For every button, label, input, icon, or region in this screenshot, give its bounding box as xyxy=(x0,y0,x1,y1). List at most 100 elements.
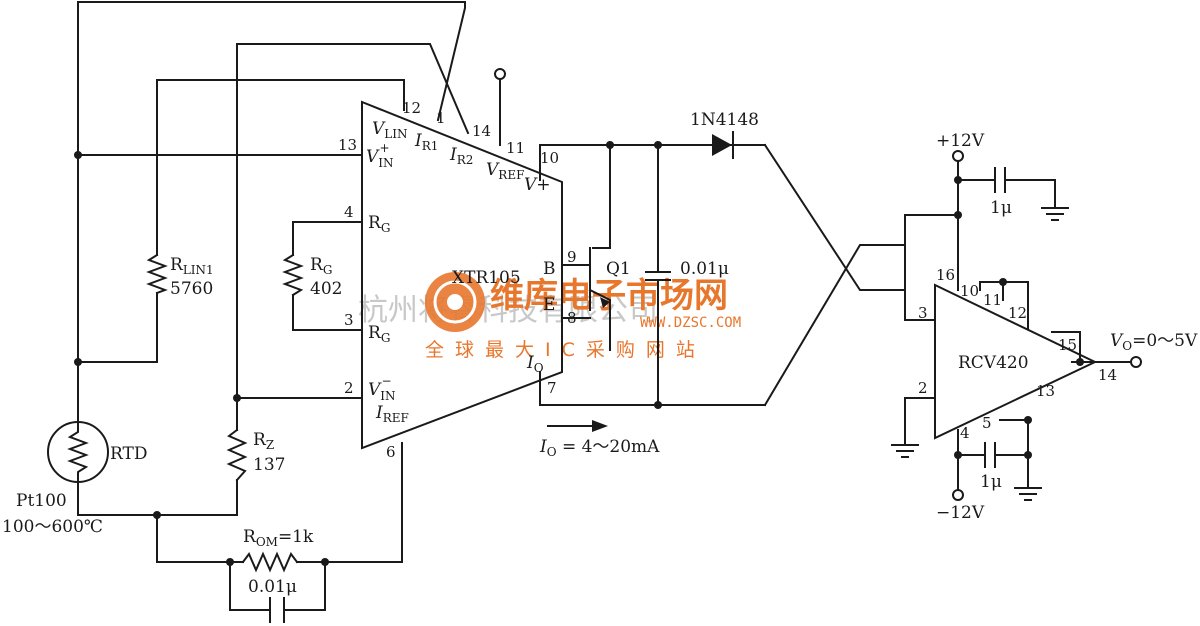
svg-text:RG: RG xyxy=(310,255,332,277)
diode-1n4148 xyxy=(711,131,743,159)
rtd-type: Pt100 xyxy=(16,491,67,511)
q1-label: Q1 xyxy=(606,259,631,279)
xtr105-name: XTR105 xyxy=(452,268,521,288)
vref-label: V xyxy=(486,160,500,180)
pin-8: 8 xyxy=(567,309,577,327)
pin-9: 9 xyxy=(567,248,577,266)
ir2-label: I xyxy=(449,145,457,165)
rlin1-value: 5760 xyxy=(170,279,213,299)
output-terminal xyxy=(1130,356,1142,368)
rtd-sensor xyxy=(47,421,109,483)
pin-1: 1 xyxy=(436,109,446,127)
vo-output-label: VO=0～5V xyxy=(1110,331,1198,353)
rg-resistor xyxy=(282,253,304,297)
q1-emitter-arrow xyxy=(600,297,610,308)
svg-text:ROM=1k: ROM=1k xyxy=(243,527,314,549)
rlin1-name: R xyxy=(170,255,184,275)
rz-resistor xyxy=(226,428,248,482)
rcv-pin-12: 12 xyxy=(1008,304,1027,322)
watermark-slogan: 全球最大IC采购网站 xyxy=(425,339,706,361)
xtr105-body xyxy=(361,100,563,450)
svg-text:IR2: IR2 xyxy=(449,145,473,167)
vplus-label: V+ xyxy=(524,175,551,195)
svg-text:VREF: VREF xyxy=(486,160,524,182)
rcv-pin-10: 10 xyxy=(960,282,979,300)
diode-label: 1N4148 xyxy=(690,110,759,130)
rcv-pin-13: 13 xyxy=(1036,382,1055,400)
rlin1-resistor xyxy=(146,253,168,295)
svg-text:RG: RG xyxy=(368,213,390,235)
capacitor-low xyxy=(984,442,996,468)
rcv-pin-11: 11 xyxy=(983,291,1002,309)
watermark: 杭州将睿科技有限公司 维库电子市场网 WWW.DZSC.COM 全球最大IC采购… xyxy=(358,272,741,361)
rcv-pin-14: 14 xyxy=(1098,366,1117,384)
svg-text:RLIN1: RLIN1 xyxy=(170,255,214,277)
svg-text:IREF: IREF xyxy=(375,403,409,425)
svg-text:RZ: RZ xyxy=(253,430,274,452)
io-current-label: IO = 4～20mA xyxy=(539,437,660,459)
pin-13: 13 xyxy=(338,136,357,154)
terminals xyxy=(494,68,1142,501)
cap-top-value: 1μ xyxy=(990,198,1012,218)
ground-symbols xyxy=(891,207,1069,501)
junctions xyxy=(74,141,1084,566)
svg-text:IR1: IR1 xyxy=(414,131,438,153)
rg-top-label: R xyxy=(368,213,382,233)
pin-6: 6 xyxy=(386,443,396,461)
pin-7: 7 xyxy=(547,379,557,397)
watermark-url: WWW.DZSC.COM xyxy=(640,315,741,331)
rg-value: 402 xyxy=(310,279,342,299)
pin-12: 12 xyxy=(402,99,421,117)
vref-terminal xyxy=(494,68,506,80)
emitter-label: E xyxy=(543,295,555,315)
svg-text:RG: RG xyxy=(368,323,390,345)
svg-text:VIN−: VIN− xyxy=(368,374,396,403)
pin-14: 14 xyxy=(472,122,491,140)
neg-supply-label: −12V xyxy=(936,503,985,523)
vinp-label: V xyxy=(366,147,380,167)
rcv420-labels: RCV420 16 10 11 12 15 3 2 14 13 5 4 xyxy=(918,266,1117,442)
rtd-range: 100～600℃ xyxy=(2,517,103,537)
rcv-pin-16: 16 xyxy=(936,266,955,284)
pos-supply-label: +12V xyxy=(936,131,985,151)
capacitor-mid xyxy=(645,271,671,281)
rz-name: R xyxy=(253,430,267,450)
rom-resistor xyxy=(241,551,299,573)
cap-low-value: 1μ xyxy=(980,472,1002,492)
pin-2: 2 xyxy=(344,379,354,397)
base-label: B xyxy=(543,259,556,279)
pin-3: 3 xyxy=(344,311,354,329)
svg-text:VLIN: VLIN xyxy=(372,119,408,141)
rz-value: 137 xyxy=(253,455,285,475)
rcv-pin-15: 15 xyxy=(1058,336,1077,354)
svg-text:VIN+: VIN+ xyxy=(366,141,394,170)
vlin-label: V xyxy=(372,119,386,139)
ir1-label: I xyxy=(414,131,422,151)
vinm-label: V xyxy=(368,380,382,400)
svg-text:IO: IO xyxy=(526,353,544,375)
rcv420-body xyxy=(934,283,1098,440)
current-arrow xyxy=(547,420,608,432)
capacitor-top xyxy=(994,167,1006,193)
io-label: I xyxy=(526,353,534,373)
iref-label: I xyxy=(375,403,383,423)
pin-10: 10 xyxy=(540,149,559,167)
rcv-pin-5: 5 xyxy=(982,414,992,432)
component-labels: RLIN1 5760 RG 402 RZ 137 RTD Pt100 100～6… xyxy=(2,110,1012,597)
rtd-label: RTD xyxy=(110,444,147,464)
pin-4: 4 xyxy=(344,203,354,221)
pin-11: 11 xyxy=(506,139,525,157)
pos-supply-terminal xyxy=(952,150,964,162)
rcv-pin-2: 2 xyxy=(918,379,928,397)
capacitor-bottom xyxy=(269,597,285,623)
rom-name: R xyxy=(243,527,257,547)
rg-name: R xyxy=(310,255,324,275)
xtr105-pin-numbers: 12 1 14 11 10 13 4 3 2 6 9 8 7 xyxy=(338,99,577,461)
rcv-pin-3: 3 xyxy=(918,304,928,322)
rg-bottom-label: R xyxy=(368,323,382,343)
rcv420-name: RCV420 xyxy=(958,353,1029,373)
neg-supply-terminal xyxy=(952,489,964,501)
cap-bottom-value: 0.01μ xyxy=(248,577,297,597)
xtr105-labels: XTR105 VLIN IR1 IR2 VREF V+ VIN+ RG RG B… xyxy=(366,119,556,425)
